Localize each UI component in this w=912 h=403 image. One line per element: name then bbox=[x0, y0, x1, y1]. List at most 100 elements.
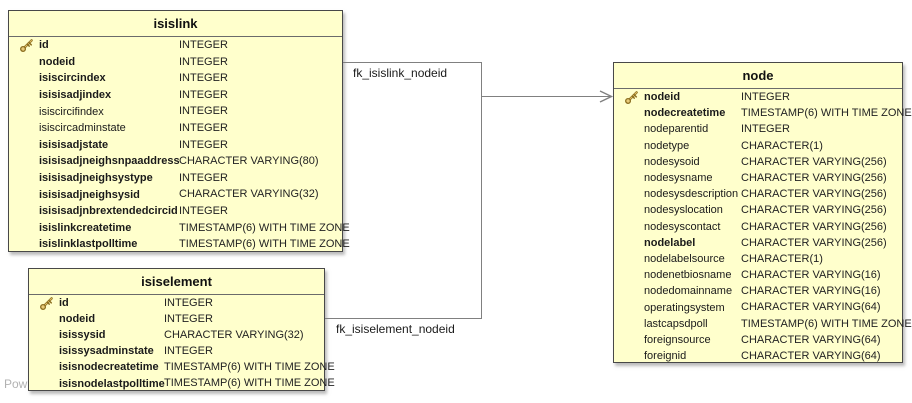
column-row-nodesysoid: nodesysoid CHARACTER VARYING(256) bbox=[614, 154, 902, 170]
column-name: nodeid bbox=[59, 313, 96, 326]
table-isislink-title[interactable]: isislink bbox=[9, 11, 342, 37]
column-name: isissysadminstate bbox=[59, 345, 154, 358]
primary-key-icon bbox=[19, 38, 39, 53]
column-name: nodecreatetime bbox=[644, 107, 726, 120]
column-name: foreignsource bbox=[644, 333, 711, 346]
table-node-title[interactable]: node bbox=[614, 63, 902, 89]
column-name: isisnodelastpolltime bbox=[59, 377, 165, 390]
key-icon-spacer bbox=[624, 284, 644, 299]
column-type: TIMESTAMP(6) WITH TIME ZONE bbox=[741, 107, 912, 120]
column-name: nodesysoid bbox=[644, 155, 700, 168]
column-name: operatingsystem bbox=[644, 301, 725, 314]
column-row-isissysid: isissysid CHARACTER VARYING(32) bbox=[29, 327, 324, 343]
column-name: isiscircadminstate bbox=[39, 122, 126, 135]
key-icon-spacer bbox=[624, 251, 644, 266]
column-name: nodesyscontact bbox=[644, 220, 721, 233]
column-name: id bbox=[59, 297, 69, 310]
fk-label-isiselement-nodeid: fk_isiselement_nodeid bbox=[336, 322, 455, 336]
key-icon-spacer bbox=[624, 316, 644, 331]
column-name: isisnodecreatetime bbox=[59, 361, 159, 374]
fk-label-isislink-nodeid: fk_isislink_nodeid bbox=[353, 66, 448, 80]
column-row-nodecreatetime: nodecreatetime TIMESTAMP(6) WITH TIME ZON… bbox=[614, 105, 912, 121]
column-type: INTEGER bbox=[179, 88, 228, 101]
column-type: CHARACTER VARYING(256) bbox=[741, 188, 887, 201]
key-icon-spacer bbox=[19, 71, 39, 86]
column-name: nodenetbiosname bbox=[644, 269, 732, 282]
column-name: nodelabelsource bbox=[644, 252, 725, 265]
column-type: CHARACTER VARYING(256) bbox=[741, 204, 887, 217]
column-name: nodelabel bbox=[644, 236, 696, 249]
column-type: INTEGER bbox=[179, 204, 228, 217]
fk-isiselement-nodeid-line bbox=[325, 96, 482, 319]
column-name: isissysid bbox=[59, 329, 106, 342]
column-type: CHARACTER VARYING(256) bbox=[741, 220, 887, 233]
column-type: CHARACTER(1) bbox=[741, 252, 823, 265]
column-type: CHARACTER VARYING(256) bbox=[741, 155, 887, 168]
column-type: TIMESTAMP(6) WITH TIME ZONE bbox=[179, 221, 350, 234]
column-name: nodesyslocation bbox=[644, 204, 723, 217]
column-row-nodenetbiosname: nodenetbiosname CHARACTER VARYING(16) bbox=[614, 267, 902, 283]
column-type: TIMESTAMP(6) WITH TIME ZONE bbox=[741, 317, 912, 330]
column-row-nodedomainname: nodedomainname CHARACTER VARYING(16) bbox=[614, 283, 902, 299]
column-type: INTEGER bbox=[179, 171, 228, 184]
column-type: CHARACTER VARYING(16) bbox=[741, 269, 881, 282]
column-row-nodelabelsource: nodelabelsource CHARACTER(1) bbox=[614, 251, 902, 267]
table-isiselement-title[interactable]: isiselement bbox=[29, 269, 324, 295]
column-row-isisisadjneighsystype: isisisadjneighsystype INTEGER bbox=[9, 170, 342, 187]
key-icon-spacer bbox=[624, 235, 644, 250]
column-name: foreignid bbox=[644, 350, 687, 363]
column-type: INTEGER bbox=[741, 91, 790, 103]
column-name: nodedomainname bbox=[644, 285, 733, 298]
column-type: INTEGER bbox=[164, 313, 213, 326]
column-type: CHARACTER VARYING(32) bbox=[164, 329, 304, 342]
column-name: nodeid bbox=[39, 55, 76, 68]
column-type: CHARACTER VARYING(16) bbox=[741, 285, 881, 298]
key-icon-spacer bbox=[39, 376, 59, 391]
key-icon-spacer bbox=[19, 121, 39, 136]
column-name: isisisadjneighsystype bbox=[39, 172, 153, 185]
column-type: CHARACTER VARYING(32) bbox=[179, 188, 319, 201]
key-icon-spacer bbox=[624, 349, 644, 364]
key-icon-spacer bbox=[39, 328, 59, 343]
key-icon-spacer bbox=[19, 204, 39, 219]
column-name: isisisadjindex bbox=[39, 89, 112, 102]
column-row-nodeid: nodeid INTEGER bbox=[29, 311, 324, 327]
column-type: CHARACTER VARYING(80) bbox=[179, 155, 319, 168]
key-icon-spacer bbox=[624, 332, 644, 347]
key-icon-spacer bbox=[624, 154, 644, 169]
column-name: isislinkcreatetime bbox=[39, 221, 132, 234]
key-icon-spacer bbox=[19, 137, 39, 152]
column-type: INTEGER bbox=[179, 72, 228, 85]
key-icon-spacer bbox=[624, 138, 644, 153]
column-row-isissysadminstate: isissysadminstate INTEGER bbox=[29, 343, 324, 359]
column-type: INTEGER bbox=[164, 345, 213, 358]
column-type: INTEGER bbox=[179, 39, 228, 51]
column-name: id bbox=[39, 39, 49, 52]
column-type: CHARACTER VARYING(64) bbox=[741, 301, 881, 314]
key-icon-spacer bbox=[19, 104, 39, 119]
key-icon-spacer bbox=[19, 54, 39, 69]
key-icon-spacer bbox=[19, 88, 39, 103]
key-icon-spacer bbox=[624, 187, 644, 202]
column-type: TIMESTAMP(6) WITH TIME ZONE bbox=[179, 238, 350, 251]
column-name: nodeparentid bbox=[644, 123, 709, 136]
column-name: isisisadjnbrextendedcircid bbox=[39, 205, 178, 218]
column-row-nodesyslocation: nodesyslocation CHARACTER VARYING(256) bbox=[614, 202, 902, 218]
